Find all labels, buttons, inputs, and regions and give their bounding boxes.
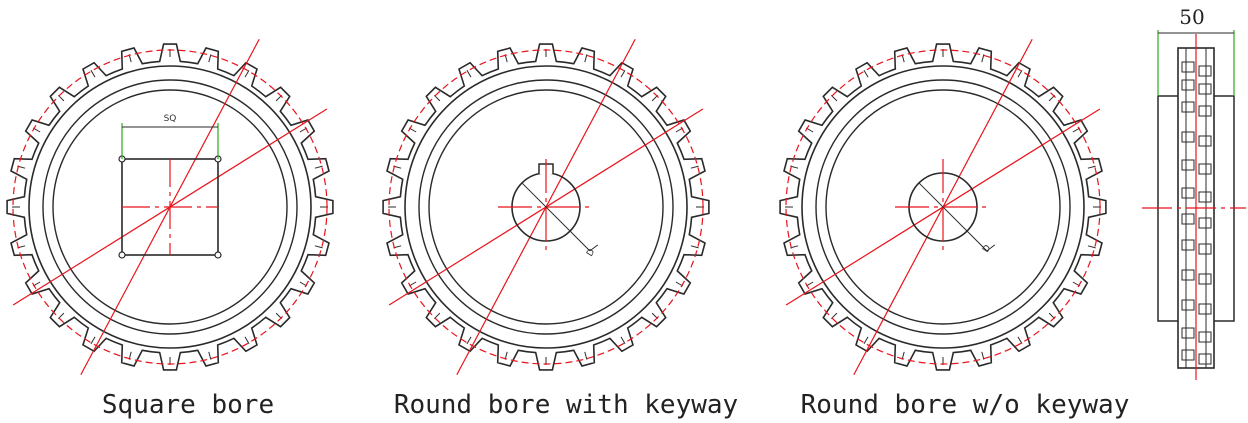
- sprocket-hub-face: [428, 89, 664, 325]
- side-tooth-right: [1198, 353, 1212, 365]
- tooth-centerline: [584, 54, 588, 63]
- sprocket-hub-face: [52, 89, 288, 325]
- sprocket-rim-outer: [28, 65, 312, 349]
- square-bore-corner-relief: [118, 251, 126, 259]
- sprocket-rim-outer: [404, 65, 688, 349]
- sprocket-rim-inner: [42, 79, 298, 335]
- side-tooth-right: [1198, 191, 1212, 203]
- tooth-centerline: [620, 69, 626, 78]
- side-tooth-right: [1198, 303, 1212, 315]
- tooth-centerline: [314, 165, 323, 169]
- side-width-dimension-label: 50: [1179, 5, 1204, 29]
- side-tooth-right: [1198, 273, 1212, 285]
- side-tooth-left: [1181, 239, 1195, 251]
- square-bore-corner-relief: [214, 251, 222, 259]
- tooth-centerline: [981, 54, 985, 63]
- tooth-centerline: [690, 165, 699, 169]
- tooth-centerline: [466, 69, 472, 78]
- tooth-centerline: [90, 336, 96, 345]
- tooth-centerline: [1017, 336, 1023, 345]
- side-tooth-left: [1181, 131, 1195, 143]
- tooth-centerline: [1087, 245, 1096, 249]
- tooth-centerline: [90, 69, 96, 78]
- diameter-leader-tail: [589, 244, 599, 252]
- pitch-circle: [785, 49, 1101, 365]
- side-tooth-right: [1198, 65, 1212, 77]
- tooth-centerline: [863, 69, 869, 78]
- side-tooth-left: [1181, 79, 1195, 91]
- diameter-leader-line: [918, 182, 988, 252]
- side-tooth-right: [1198, 217, 1212, 229]
- tooth-centerline: [208, 351, 212, 360]
- tooth-centerline: [244, 336, 250, 345]
- pitch-circle: [12, 49, 328, 365]
- pitch-circle: [388, 49, 704, 365]
- caption-square-bore: Square bore: [102, 390, 274, 420]
- side-tooth-right: [1198, 163, 1212, 175]
- tooth-centerline: [208, 54, 212, 63]
- tooth-centerline: [863, 336, 869, 345]
- tooth-centerline: [981, 351, 985, 360]
- tooth-centerline: [620, 336, 626, 345]
- sprocket-tooth-profile: [779, 43, 1107, 371]
- side-tooth-left: [1181, 61, 1195, 73]
- tooth-centerline: [690, 245, 699, 249]
- side-tooth-left: [1181, 299, 1195, 311]
- side-tooth-right: [1198, 243, 1212, 255]
- sprocket-rim-inner: [815, 79, 1071, 335]
- side-tooth-right: [1198, 135, 1212, 147]
- diameter-leader-line: [521, 182, 591, 252]
- tooth-centerline: [314, 245, 323, 249]
- sprocket-round-bore-no-keyway: [779, 38, 1107, 376]
- tooth-centerline: [1017, 69, 1023, 78]
- tooth-centerline: [1087, 165, 1096, 169]
- sprocket-side-view: [1142, 30, 1246, 380]
- sprocket-hub-face: [825, 89, 1061, 325]
- keyway-bore-diameter-label: D: [585, 247, 597, 258]
- diameter-leader-tail: [986, 244, 996, 252]
- tooth-centerline: [244, 69, 250, 78]
- nokeyway-bore-diameter-label: D: [981, 243, 993, 254]
- side-tooth-right: [1198, 83, 1212, 95]
- side-tooth-right: [1198, 105, 1212, 117]
- square-bore-dimension-label: SQ: [164, 114, 177, 124]
- caption-round-bore-no-keyway: Round bore w/o keyway: [801, 390, 1130, 420]
- sprocket-tooth-profile: [382, 43, 710, 371]
- sprocket-square-bore: [6, 38, 334, 376]
- side-tooth-left: [1181, 349, 1195, 361]
- side-tooth-left: [1181, 269, 1195, 281]
- sprocket-rim-outer: [801, 65, 1085, 349]
- side-tooth-left: [1181, 327, 1195, 339]
- tooth-centerline: [466, 336, 472, 345]
- caption-round-bore-keyway: Round bore with keyway: [394, 390, 738, 420]
- sprocket-round-bore-keyway: [382, 38, 710, 376]
- side-tooth-left: [1181, 213, 1195, 225]
- sprocket-tooth-profile: [6, 43, 334, 371]
- sprocket-rim-inner: [418, 79, 674, 335]
- tooth-centerline: [584, 351, 588, 360]
- side-tooth-left: [1181, 159, 1195, 171]
- side-tooth-left: [1181, 101, 1195, 113]
- side-tooth-right: [1198, 331, 1212, 343]
- side-tooth-left: [1181, 187, 1195, 199]
